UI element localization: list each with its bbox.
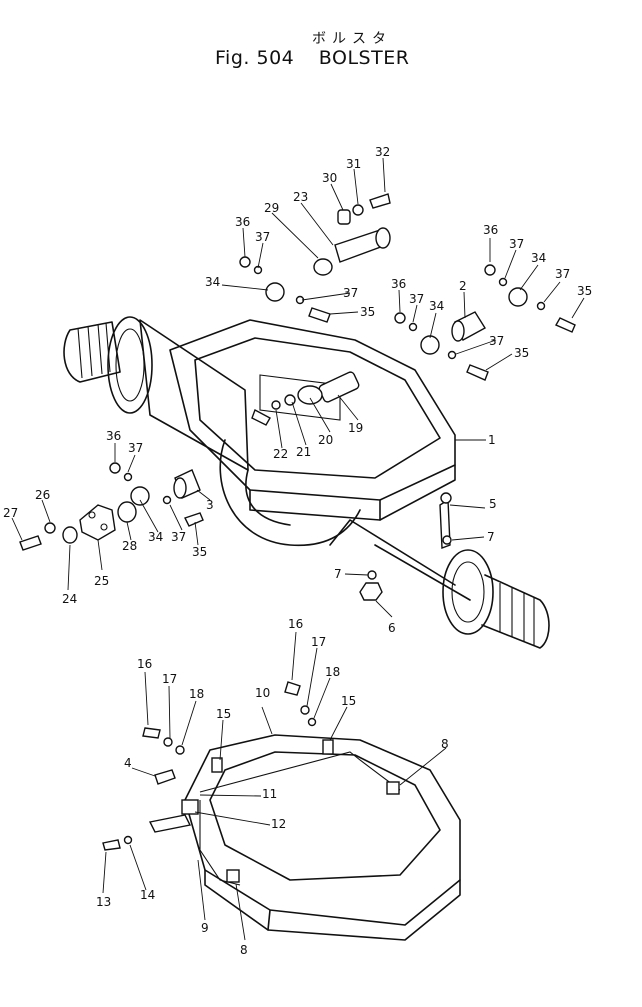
callout: 5: [489, 497, 497, 511]
callout: 18: [189, 687, 204, 701]
callout: 37: [509, 237, 524, 251]
callout: 24: [62, 592, 77, 606]
callout: 37: [409, 292, 424, 306]
callout: 29: [264, 201, 279, 215]
callout: 4: [124, 756, 132, 770]
callout: 36: [106, 429, 121, 443]
callout: 16: [137, 657, 152, 671]
callout: 12: [271, 817, 286, 831]
callout: 37: [555, 267, 570, 281]
callout: 18: [325, 665, 340, 679]
leader-lines: [11, 157, 585, 941]
callout: 6: [388, 621, 396, 635]
callout: 34: [429, 299, 444, 313]
callout-labels-upper: 32 31 30 23 29 36 37 34 37 35 36 37 34 3…: [3, 145, 592, 635]
callout: 7: [487, 530, 495, 544]
callout: 35: [360, 305, 375, 319]
callout: 15: [341, 694, 356, 708]
callout: 36: [391, 277, 406, 291]
callout: 8: [441, 737, 449, 751]
callout-labels-lower: 16 17 18 15 10 16 17 18 15 8 4 11 12 13 …: [96, 617, 449, 957]
callout: 30: [322, 171, 337, 185]
callout: 37: [171, 530, 186, 544]
callout: 35: [514, 346, 529, 360]
callout: 10: [255, 686, 270, 700]
callout: 23: [293, 190, 308, 204]
callout: 20: [318, 433, 333, 447]
bolster-lower-drawing: [102, 681, 461, 941]
callout: 34: [531, 251, 546, 265]
fig-label: Fig.: [215, 47, 250, 69]
callout: 31: [346, 157, 361, 171]
callout: 2: [459, 279, 467, 293]
callout: 27: [3, 506, 18, 520]
callout: 37: [128, 441, 143, 455]
callout: 37: [255, 230, 270, 244]
callout: 17: [162, 672, 177, 686]
callout: 16: [288, 617, 303, 631]
callout: 19: [348, 421, 363, 435]
callout: 35: [192, 545, 207, 559]
fig-number: 504: [256, 47, 295, 69]
callout: 8: [240, 943, 248, 957]
callout: 36: [483, 223, 498, 237]
callout: 7: [334, 567, 342, 581]
callout: 34: [205, 275, 220, 289]
fig-name: BOLSTER: [318, 47, 410, 69]
callout: 17: [311, 635, 326, 649]
callout: 15: [216, 707, 231, 721]
callout: 3: [206, 498, 214, 512]
callout: 36: [235, 215, 250, 229]
callout: 25: [94, 574, 109, 588]
callout: 13: [96, 895, 111, 909]
callout: 9: [201, 921, 209, 935]
callout: 21: [296, 445, 311, 459]
callout: 22: [273, 447, 288, 461]
callout: 37: [489, 334, 504, 348]
callout: 14: [140, 888, 155, 902]
axle-assembly-drawing: [19, 193, 576, 649]
figure-title: Fig. 504 BOLSTER: [215, 47, 409, 69]
title-katakana: ボルスタ: [312, 31, 392, 47]
callout: 37: [343, 286, 358, 300]
callout: 32: [375, 145, 390, 159]
callout: 34: [148, 530, 163, 544]
callout: 28: [122, 539, 137, 553]
callout: 35: [577, 284, 592, 298]
callout: 1: [488, 433, 496, 447]
callout: 26: [35, 488, 50, 502]
callout: 11: [262, 787, 277, 801]
